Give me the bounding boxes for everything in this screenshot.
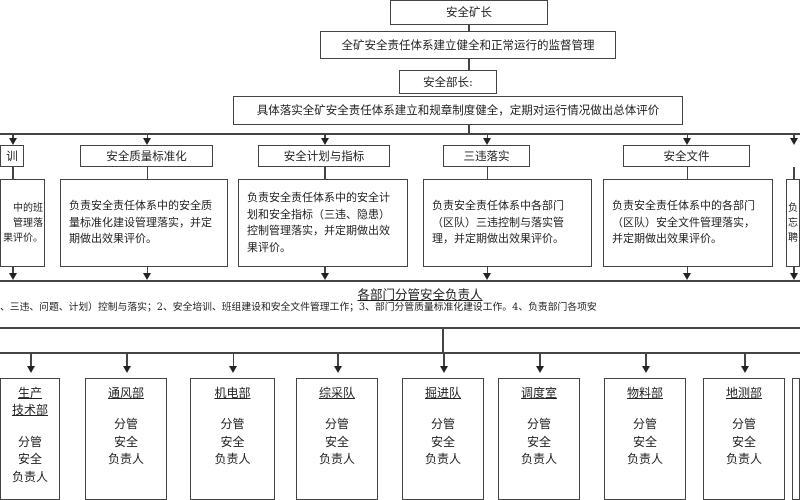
department-name: 调度室: [520, 386, 557, 400]
function-title: 三违落实: [443, 145, 530, 167]
mine-director-box: 安全矿长: [390, 0, 548, 25]
dept-heads-title: 各部门分管安全负责人: [357, 287, 483, 302]
arrow-down-icon: [535, 366, 544, 373]
arrow-down-icon: [320, 138, 329, 145]
connector: [30, 353, 32, 368]
connector: [686, 167, 688, 179]
connector: [645, 353, 647, 368]
arrow-down-icon: [320, 273, 329, 280]
connector: [539, 353, 541, 368]
department-role: 分管 安全 负责人: [107, 417, 144, 467]
arrow-down-icon: [439, 366, 448, 373]
department-name: 综采队: [318, 386, 355, 400]
dept-heads-duty: 、三违、问题、计划）控制与落实；2、安全培训、班组建设和安全文件管理工作；3、部…: [0, 302, 597, 313]
function-duty: 负责安全责任体系中的各部门（区队）安全文件管理落实，并定期做出效果评价。: [603, 179, 773, 267]
connector: [486, 134, 488, 139]
arrow-down-icon: [740, 366, 749, 373]
arrow-down-icon: [683, 138, 691, 145]
arrow-down-icon: [683, 273, 691, 280]
arrow-down-icon: [143, 138, 151, 145]
function-bus-line: [0, 133, 800, 135]
department-box: 综采队 分管 安全 负责人: [296, 378, 378, 500]
department-box: 通风部 分管 安全 负责人: [85, 378, 167, 500]
connector: [486, 267, 488, 273]
connector: [442, 328, 444, 352]
department-role: 分管 安全 负责人: [424, 417, 461, 467]
arrow-down-icon: [8, 138, 17, 145]
arrow-down-icon: [143, 273, 151, 280]
connector: [793, 267, 795, 273]
connector: [232, 353, 234, 368]
function-duty: 负责安全责任体系中的安全计划和安全指标（三违、隐患）控制管理落实，并定期做出效果…: [238, 179, 408, 267]
connector: [686, 267, 688, 273]
connector: [12, 267, 14, 273]
arrow-down-icon: [229, 366, 237, 373]
department-name: 地测部: [725, 386, 762, 400]
connector: [337, 353, 339, 368]
arrow-down-icon: [483, 273, 491, 280]
connector: [686, 134, 688, 139]
function-duty: 负责安全责任体系中各部门（区队）三违控制与落实管理，并定期做出效果评价。: [423, 179, 592, 267]
connector: [12, 134, 14, 139]
connector: [146, 134, 148, 139]
function-duty: 负责安全责任体系中的安全质量标准化建设管理落实，并定期做出效果评价。: [60, 179, 228, 267]
arrow-down-icon: [789, 273, 798, 280]
department-box: 机电部 分管 安全 负责人: [190, 378, 275, 500]
department-name: 通风部: [107, 386, 144, 400]
department-role: 分管 安全 负责人: [318, 417, 355, 467]
function-title: 安全计划与指标: [258, 145, 390, 167]
department-role: 分管 安全 负责人: [214, 417, 251, 467]
safety-minister-duty-box: 具体落实全矿安全责任体系建立和规章制度健全，定期对运行情况做出总体评价: [233, 96, 683, 125]
department-name: 机电部: [214, 386, 251, 400]
department-name: 掘进队: [424, 386, 461, 400]
department-box: 生产 技术部 分管 安全 负责人: [0, 378, 60, 500]
mine-director-duty-box: 全矿安全责任体系建立健全和正常运行的监督管理: [320, 31, 616, 59]
connector: [486, 167, 488, 179]
department-box: 地测部 分管 安全 负责人: [703, 378, 785, 500]
department-name: 物料部: [626, 386, 663, 400]
arrow-down-icon: [789, 138, 798, 145]
function-duty: 中的班 管理落 果评价。: [0, 179, 45, 267]
arrow-down-icon: [8, 273, 17, 280]
safety-minister-box: 安全部长:: [399, 70, 497, 94]
connector: [12, 167, 14, 179]
department-box-partial: [792, 378, 800, 500]
department-box: 掘进队 分管 安全 负责人: [402, 378, 484, 500]
dept-heads-top-line: [0, 280, 800, 282]
department-bus-line: [0, 352, 800, 354]
connector: [468, 25, 470, 31]
connector: [793, 134, 795, 139]
connector: [126, 353, 128, 368]
connector: [744, 353, 746, 368]
connector: [443, 353, 445, 368]
department-name: 生产 技术部: [11, 386, 48, 418]
connector: [146, 167, 148, 179]
function-duty: 负 忘 聘: [786, 179, 800, 267]
connector: [468, 59, 470, 70]
arrow-down-icon: [122, 366, 131, 373]
connector: [468, 125, 470, 133]
department-box: 调度室 分管 安全 负责人: [498, 378, 580, 500]
function-title: 安全质量标准化: [80, 145, 213, 167]
arrow-down-icon: [333, 366, 342, 373]
arrow-down-icon: [483, 138, 491, 145]
department-role: 分管 安全 负责人: [11, 434, 48, 484]
arrow-down-icon: [26, 366, 35, 373]
department-role: 分管 安全 负责人: [520, 417, 557, 467]
arrow-down-icon: [641, 366, 650, 373]
connector: [324, 167, 326, 179]
dept-heads-bottom-line: [0, 327, 800, 329]
connector: [146, 267, 148, 273]
function-title: 训: [0, 145, 24, 167]
department-role: 分管 安全 负责人: [626, 417, 663, 467]
department-role: 分管 安全 负责人: [725, 417, 762, 467]
department-box: 物料部 分管 安全 负责人: [604, 378, 686, 500]
function-title: 安全文件: [623, 145, 750, 167]
connector: [324, 134, 326, 139]
connector: [793, 167, 795, 179]
connector: [324, 267, 326, 273]
